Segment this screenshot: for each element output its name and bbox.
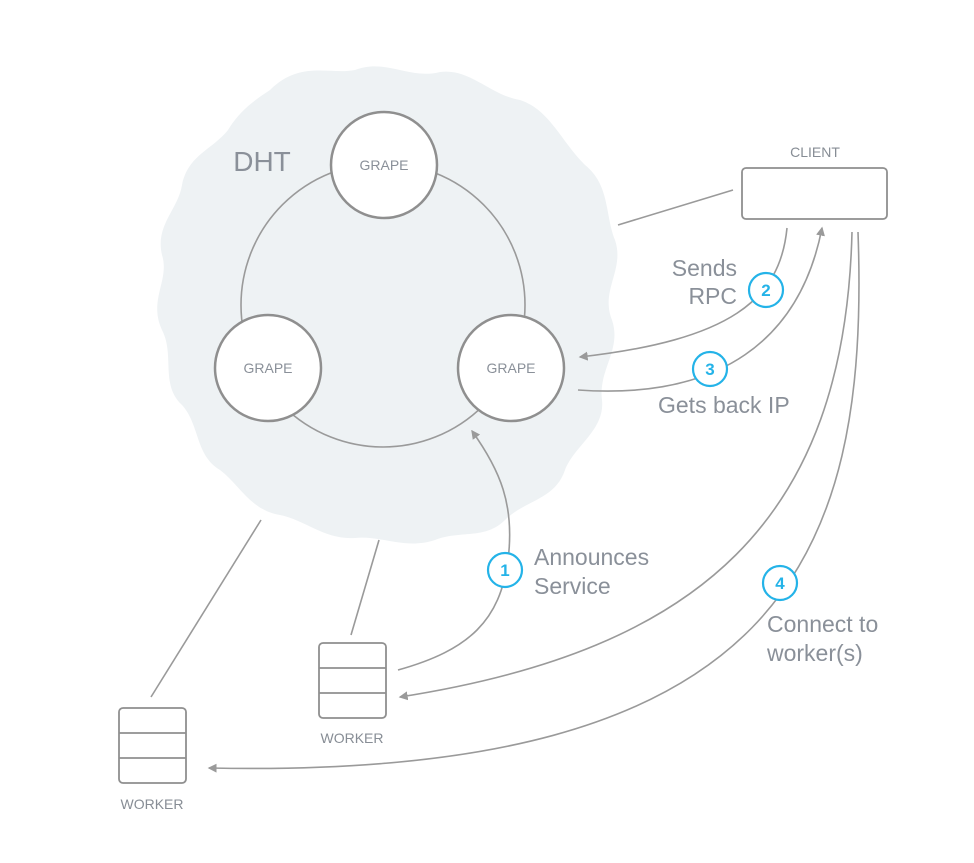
- client-label: CLIENT: [790, 144, 840, 160]
- dht-cloud: DHT: [157, 66, 618, 544]
- step-1-badge: [486, 551, 524, 589]
- send-rpc-arrow: [578, 227, 788, 361]
- step-2: 2 Sends RPC: [672, 255, 785, 309]
- grape-label: GRAPE: [486, 360, 535, 376]
- worker-middle-to-dht-line: [350, 539, 380, 636]
- worker-label: WORKER: [121, 796, 184, 812]
- step-3-text-line-1: Gets back IP: [658, 392, 790, 418]
- worker-label: WORKER: [321, 730, 384, 746]
- step-4-badge: [761, 564, 799, 602]
- step-1-text-line-1: Announces: [534, 544, 649, 570]
- grape-node-right: GRAPE: [456, 313, 566, 423]
- client-node: CLIENT: [741, 144, 888, 220]
- step-1: 1 Announces Service: [486, 544, 649, 599]
- worker-node-middle: WORKER: [318, 642, 387, 746]
- client-to-dht-line: [617, 189, 734, 226]
- grape-node-left: GRAPE: [213, 313, 323, 423]
- dht-cloud-shape: [157, 66, 618, 544]
- step-3-badge: [691, 350, 729, 388]
- step-3-number: 3: [705, 360, 714, 379]
- worker-node-left: WORKER: [118, 707, 187, 812]
- connect-worker-middle-arrow: [398, 231, 853, 701]
- step-1-text-line-2: Service: [534, 573, 611, 599]
- step-1-number: 1: [500, 561, 509, 580]
- worker-left-to-dht-line: [150, 519, 262, 698]
- client-box: [741, 167, 888, 220]
- grape-label: GRAPE: [243, 360, 292, 376]
- step-4: 4 Connect to worker(s): [761, 564, 878, 666]
- grape-label: GRAPE: [359, 157, 408, 173]
- step-2-badge: [747, 271, 785, 309]
- step-4-text-line-1: Connect to: [767, 611, 878, 637]
- step-4-number: 4: [775, 574, 785, 593]
- get-ip-arrow: [577, 226, 825, 392]
- step-3: 3 Gets back IP: [658, 350, 790, 418]
- step-2-text-line-2: RPC: [688, 283, 737, 309]
- step-4-text-line-2: worker(s): [766, 640, 863, 666]
- step-2-number: 2: [761, 281, 770, 300]
- grape-node-top: GRAPE: [329, 110, 439, 220]
- connect-worker-left-arrow: [207, 231, 860, 773]
- step-2-text-line-1: Sends: [672, 255, 737, 281]
- dht-label: DHT: [233, 146, 291, 177]
